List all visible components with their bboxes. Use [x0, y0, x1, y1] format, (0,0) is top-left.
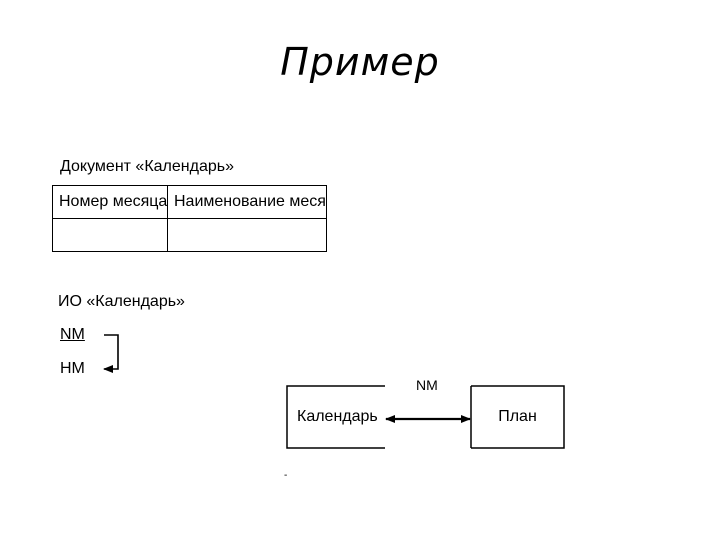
table-row	[52, 218, 327, 252]
dependency-arrow	[103, 334, 119, 373]
document-caption: Документ «Календарь»	[60, 158, 234, 175]
header-month-name: Наименование месяца	[167, 185, 327, 219]
footnote-mark: -	[284, 470, 288, 481]
slide-title: Пример	[280, 40, 440, 84]
dependent-attribute: НМ	[60, 360, 85, 377]
cell-month-number	[52, 218, 168, 252]
document-table: Номер месяца Наименование месяца	[52, 185, 327, 252]
entity-plan-box	[471, 385, 565, 449]
relationship-label: NM	[416, 377, 438, 393]
entity-calendar-box	[286, 385, 385, 449]
cell-month-name	[167, 218, 327, 252]
key-attribute: NM	[60, 326, 85, 343]
entity-calendar: Календарь	[297, 408, 378, 425]
entity-plan: План	[498, 408, 537, 425]
io-caption: ИО «Календарь»	[58, 293, 185, 310]
table-header-row: Номер месяца Наименование месяца	[52, 185, 327, 219]
